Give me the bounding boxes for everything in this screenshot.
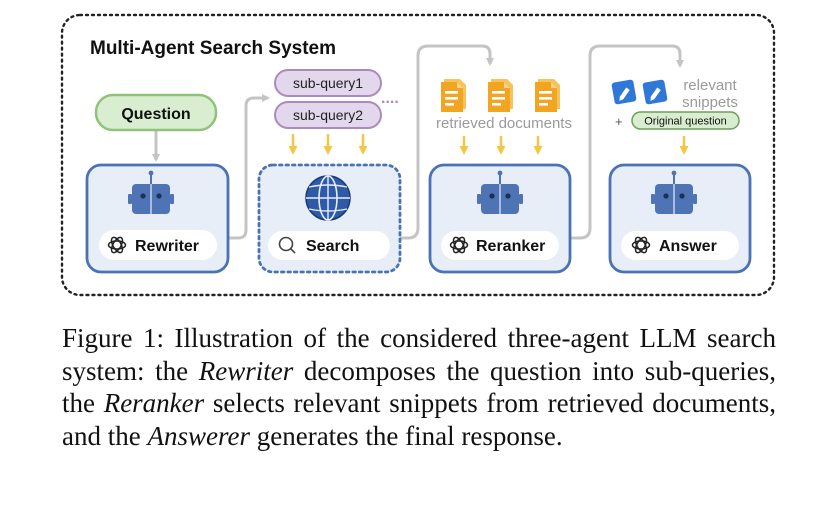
retrieved-documents-label: retrieved documents xyxy=(436,115,572,132)
sub-query-1-label: sub-query1 xyxy=(293,75,363,91)
caption-part-4: generates the final response. xyxy=(249,420,563,451)
diagram-title: Multi-Agent Search System xyxy=(90,38,336,59)
document-icon-2 xyxy=(488,79,513,112)
caption-part-2: decomposes the question into sub-queries… xyxy=(62,355,776,419)
snippets-label: snippets xyxy=(682,94,738,111)
rewriter-label-pill xyxy=(99,230,217,260)
magnifier-icon xyxy=(278,236,296,254)
original-question-pill xyxy=(631,111,740,130)
figure-caption: Figure 1: Illustration of the considered… xyxy=(62,322,776,452)
sub-query-2-pill xyxy=(274,101,382,129)
document-icon-3 xyxy=(535,79,560,112)
system-boundary xyxy=(60,13,776,297)
relevant-label: relevant xyxy=(683,77,737,94)
arrow-search-to-documents xyxy=(400,44,494,240)
arrow-rewriter-to-subqueries xyxy=(228,94,270,240)
snippet-icon-2 xyxy=(642,79,668,105)
caption-part-3: selects relevant snippets from retrieved… xyxy=(62,388,776,451)
diagram: Multi-Agent Search System Question sub-q… xyxy=(60,13,776,297)
reranker-label-pill xyxy=(441,231,559,260)
sub-query-more-dots: .... xyxy=(381,90,399,107)
arrow-reranker-to-snippets xyxy=(570,44,684,240)
question-node xyxy=(94,93,218,132)
caption-part-1: Figure 1: Illustration of the considered… xyxy=(62,323,776,386)
caption-reranker: Reranker xyxy=(103,388,205,418)
globe-icon xyxy=(305,175,351,221)
search-label: Search xyxy=(306,238,359,255)
sub-query-1-pill xyxy=(274,69,382,97)
caption-rewriter: Rewriter xyxy=(198,355,294,386)
reranker-label: Reranker xyxy=(476,238,545,255)
question-label: Question xyxy=(121,106,190,123)
answer-label-pill xyxy=(621,231,739,260)
sub-query-2-label: sub-query2 xyxy=(293,107,363,123)
search-label-pill xyxy=(268,231,390,260)
original-question-label: Original question xyxy=(644,116,727,128)
rewriter-label: Rewriter xyxy=(135,238,199,255)
document-icon-1 xyxy=(441,79,466,112)
caption-answerer: Answerer xyxy=(147,420,250,451)
snippet-icon-1 xyxy=(611,79,637,105)
plus-sign: + xyxy=(615,114,623,129)
answer-label: Answer xyxy=(659,238,717,255)
